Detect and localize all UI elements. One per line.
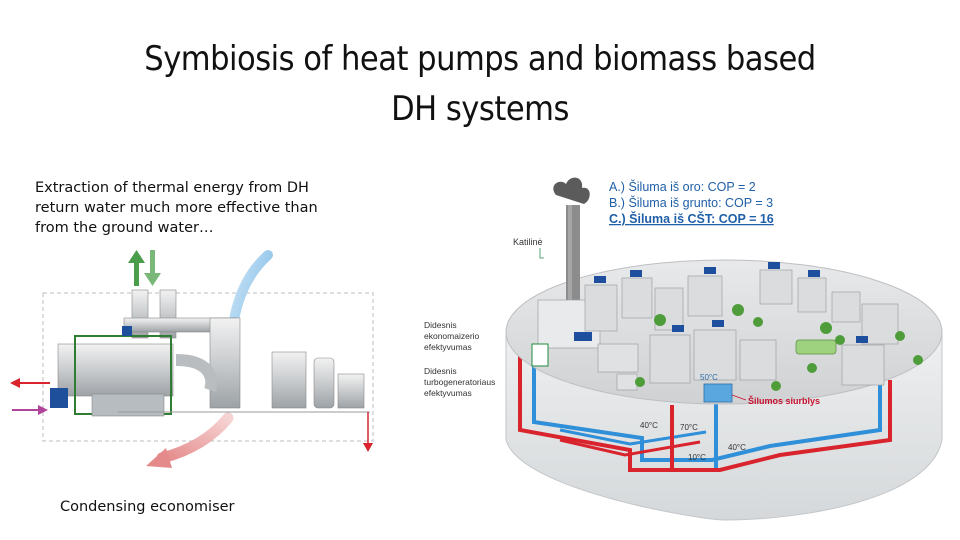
city-buildings: [584, 269, 899, 386]
heat-pump-label: Šilumos siurblys: [748, 395, 820, 406]
temp-70: 70°C: [680, 423, 698, 432]
temp-40-right: 40°C: [728, 443, 746, 452]
economiser-caption: Condensing economiser: [60, 499, 235, 515]
economizer-label-1: Didesnis: [424, 320, 457, 330]
temp-10: 10°C: [688, 453, 706, 462]
trees: [635, 304, 923, 391]
cop-line-a: A.) Šiluma iš oro: COP = 2: [609, 179, 756, 194]
slide-title: Symbiosis of heat pumps and biomass base…: [0, 34, 960, 134]
dh-pipes: [518, 350, 892, 472]
turbo-label-3: efektyvumas: [424, 388, 472, 398]
drain-arrow-icon: [363, 412, 373, 452]
district-heating-diagram: A.) Šiluma iš oro: COP = 2 B.) Šiluma iš…: [424, 177, 943, 521]
red-flow-arrow: [156, 412, 234, 464]
bus-icon: [795, 339, 837, 355]
intro-line-2: return water much more effective than: [35, 200, 318, 216]
economizer-label-3: efektyvumas: [424, 342, 472, 352]
solar-panels: [574, 262, 868, 343]
intro-line-3: from the ground water…: [35, 220, 214, 236]
green-arrows-icon: [128, 250, 161, 286]
intro-text: Extraction of thermal energy from DH ret…: [35, 178, 380, 238]
intro-line-1: Extraction of thermal energy from DH: [35, 180, 309, 196]
chimney-icon: [553, 177, 590, 325]
turbo-label-1: Didesnis: [424, 366, 457, 376]
cop-line-b: B.) Šiluma iš grunto: COP = 3: [609, 195, 773, 210]
outlet-arrow-icon: [10, 378, 50, 388]
inlet-arrow-icon: [12, 405, 48, 415]
boiler-label: Katilinė: [513, 237, 543, 247]
temp-50: 50°C: [700, 373, 718, 382]
slide-title-line-1: Symbiosis of heat pumps and biomass base…: [144, 39, 816, 79]
condensing-economiser-diagram: [10, 250, 374, 468]
heat-pump-icon: [703, 383, 733, 403]
slide-title-line-2: DH systems: [391, 89, 569, 129]
temp-40-left: 40°C: [640, 421, 658, 430]
cop-line-c: C.) Šiluma iš CŠT: COP = 16: [609, 211, 774, 226]
economizer-label-2: ekonomaizerio: [424, 331, 480, 341]
turbo-label-2: turbogeneratoriaus: [424, 377, 495, 387]
